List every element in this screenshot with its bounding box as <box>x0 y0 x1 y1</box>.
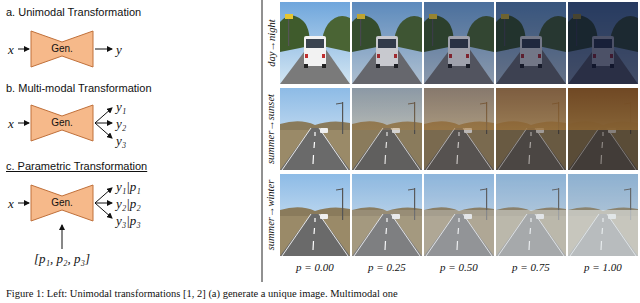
parameter-vector: [p₁, p₂, p₃] <box>34 251 90 266</box>
column-label: p = 0.50 <box>440 261 478 274</box>
photo <box>424 174 494 256</box>
row-label: summer→winter <box>265 180 277 251</box>
snow-tint <box>496 210 566 256</box>
arrow <box>62 225 63 249</box>
output-variable: y₁|p₁ <box>116 179 141 194</box>
arrow <box>18 49 29 50</box>
photo <box>568 88 638 170</box>
arrow <box>95 123 112 138</box>
section-heading: b. Multi-modal Transformation <box>6 82 152 95</box>
output-variable: y₁ <box>116 99 126 114</box>
grey-tint <box>424 174 494 256</box>
section-heading: a. Unimodal Transformation <box>6 6 141 19</box>
output-variable: y₂ <box>116 116 126 131</box>
grey-tint <box>496 174 566 256</box>
night-tint <box>424 2 494 84</box>
photo <box>352 174 422 256</box>
output-variable: y₃|p₃ <box>116 213 141 228</box>
generator-bowtie: Gen. <box>30 184 94 222</box>
bowtie-shape <box>31 105 93 141</box>
output-variable: y₃ <box>116 133 126 148</box>
input-variable: x <box>8 196 14 211</box>
snow-tint <box>424 210 494 256</box>
photo <box>280 88 350 170</box>
night-tint <box>568 2 638 84</box>
input-variable: x <box>8 116 14 131</box>
column-label: p = 0.75 <box>512 261 550 274</box>
arrow <box>18 203 29 204</box>
arrow <box>95 123 112 124</box>
photo <box>496 174 566 256</box>
night-tint <box>496 2 566 84</box>
snow-tint <box>352 210 422 256</box>
dusk-tint <box>352 88 422 170</box>
generator-label: Gen. <box>51 117 73 129</box>
grey-tint <box>568 174 638 256</box>
snow-tint <box>568 210 638 256</box>
column-label: p = 0.00 <box>296 261 334 274</box>
photo <box>568 174 638 256</box>
arrow <box>95 203 112 204</box>
bowtie-shape <box>31 31 93 67</box>
column-label: p = 1.00 <box>584 261 622 274</box>
photo <box>280 2 350 84</box>
photo <box>352 88 422 170</box>
grey-tint <box>352 174 422 256</box>
arrow <box>18 123 29 124</box>
arrow <box>95 203 112 218</box>
arrow <box>95 49 112 50</box>
night-tint <box>352 2 422 84</box>
photo <box>568 2 638 84</box>
input-variable: x <box>8 42 14 57</box>
photo <box>496 2 566 84</box>
generator-bowtie: Gen. <box>30 30 94 68</box>
section-heading: c. Parametric Transformation <box>6 160 147 173</box>
photo <box>496 88 566 170</box>
row-label: day→night <box>265 19 277 66</box>
photo <box>352 2 422 84</box>
row-label: summer→sunset <box>265 94 277 164</box>
dusk-tint <box>568 88 638 170</box>
separator <box>262 0 263 282</box>
dusk-tint <box>496 88 566 170</box>
output-variable: y <box>116 42 122 57</box>
generator-bowtie: Gen. <box>30 104 94 142</box>
dusk-tint <box>424 88 494 170</box>
photo <box>280 174 350 256</box>
output-variable: y₂|p₂ <box>116 196 141 211</box>
photo <box>424 88 494 170</box>
column-label: p = 0.25 <box>368 261 406 274</box>
arrow <box>95 108 112 123</box>
generator-label: Gen. <box>51 43 73 55</box>
photo <box>424 2 494 84</box>
generator-label: Gen. <box>51 197 73 209</box>
bowtie-shape <box>31 185 93 221</box>
figure-caption: Figure 1: Left: Unimodal transformations… <box>6 288 398 300</box>
arrow <box>95 188 112 203</box>
